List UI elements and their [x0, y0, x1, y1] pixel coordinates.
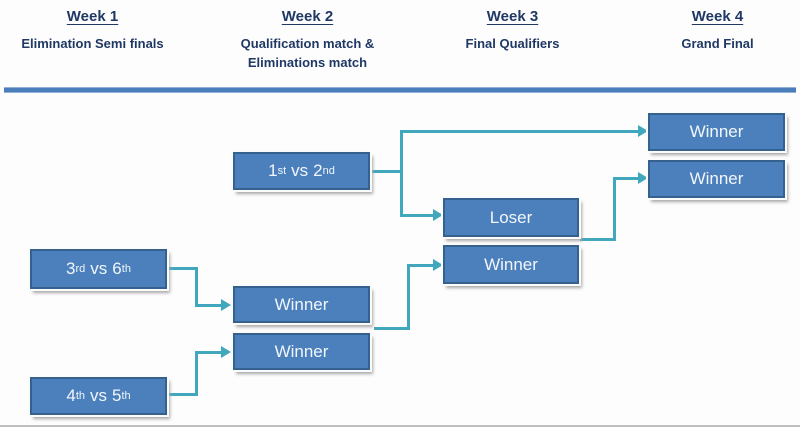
week-1-column: Week 1 Elimination Semi finals [0, 8, 185, 53]
connector-m45-up [195, 351, 198, 396]
connector-m12-to-loser [400, 214, 433, 217]
week2-winner-bottom-box: Winner [233, 333, 370, 370]
week-4-column: Week 4 Grand Final [625, 8, 800, 53]
connector-w3pair-up [613, 177, 616, 241]
connector-m36-to-w2winner1 [195, 304, 221, 307]
connector-w3pair-to-w4winner2 [613, 177, 638, 180]
connector-m12-split [400, 130, 403, 217]
week3-winner-label: Winner [484, 254, 538, 274]
arrowhead-w2winner2 [221, 346, 231, 358]
week-4-title: Week 4 [691, 8, 744, 25]
week3-loser-label: Loser [489, 207, 533, 227]
week4-winner-top-box: Winner [648, 113, 785, 151]
match-3v6-vs: vs [90, 259, 108, 278]
connector-w2pair-to-w3winner [407, 264, 433, 267]
connector-m45-to-w2winner2 [195, 351, 221, 354]
week-3-column: Week 3 Final Qualifiers [420, 8, 605, 53]
match-3v6-left: 3 [66, 259, 76, 278]
connector-m45-out [167, 393, 198, 396]
connector-m12-to-w4winner1 [400, 130, 638, 133]
arrowhead-w3winner [433, 259, 443, 271]
arrowhead-w4winner1 [638, 125, 648, 137]
header-divider-line [4, 87, 796, 93]
week-3-title: Week 3 [486, 8, 539, 25]
week-2-subtitle: Qualification match & Eliminations match [240, 36, 375, 70]
arrowhead-loser [433, 209, 443, 221]
match-1v2-left: 1 [268, 161, 278, 180]
arrowhead-w4winner2 [638, 172, 648, 184]
week-2-title: Week 2 [281, 8, 334, 25]
week4-winner-bottom-box: Winner [648, 160, 785, 198]
week2-winner-bottom-label: Winner [274, 341, 329, 361]
week-2-column: Week 2 Qualification match & Elimination… [215, 8, 400, 72]
match-1v2-vs: vs [291, 161, 309, 180]
week-4-subtitle: Grand Final [681, 36, 754, 51]
arrowhead-w2winner1 [221, 299, 231, 311]
connector-m12-out [369, 170, 402, 173]
connector-w2pair-out [374, 327, 410, 330]
image-bottom-edge [0, 425, 800, 427]
week2-winner-top-box: Winner [233, 286, 370, 323]
week-1-subtitle: Elimination Semi finals [21, 36, 164, 51]
match-4v5-left: 4 [66, 386, 76, 405]
connector-w2pair-up [407, 264, 410, 330]
connector-m36-out [167, 267, 198, 270]
match-4v5-right: 5 [112, 386, 122, 405]
match-1v2-right: 2 [313, 161, 323, 180]
week-3-subtitle: Final Qualifiers [465, 36, 560, 51]
week2-winner-top-label: Winner [274, 294, 329, 314]
week4-winner-top-label: Winner [689, 122, 744, 141]
match-3v6-right: 6 [112, 259, 122, 278]
match-4v5-vs: vs [90, 386, 107, 405]
connector-m36-down [195, 267, 198, 307]
week3-winner-box: Winner [443, 245, 579, 284]
week3-loser-box: Loser [443, 198, 579, 237]
connector-w3pair-out [580, 238, 616, 241]
week-1-title: Week 1 [66, 8, 119, 25]
week4-winner-bottom-label: Winner [689, 169, 744, 188]
